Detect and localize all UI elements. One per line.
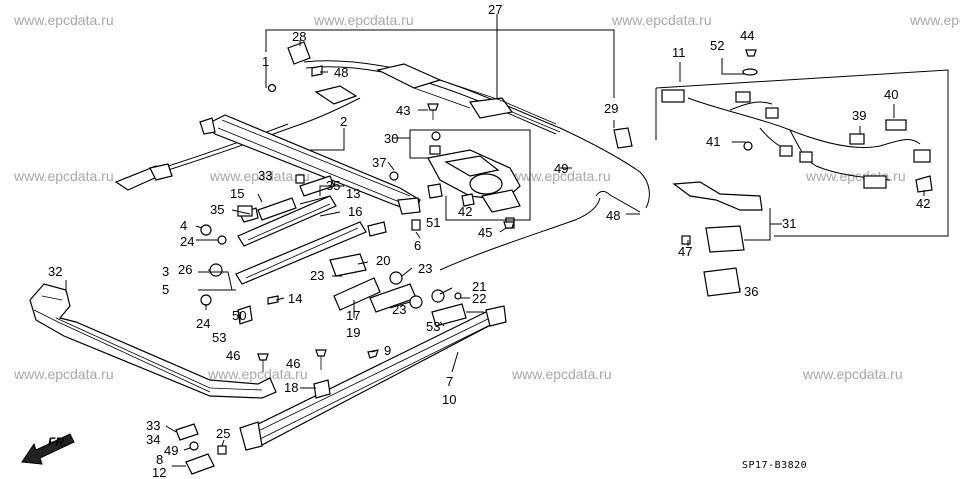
callout: 16 [348,204,362,219]
callout: 14 [288,291,302,306]
wire-harness [655,69,949,237]
relay-bracket [672,181,763,297]
callout: 17 [346,308,360,323]
callout: 48 [334,65,348,80]
callout: 23 [310,268,324,283]
callout: 43 [396,103,410,118]
callout: 39 [852,108,866,123]
cable-guide-assembly [376,63,561,133]
callout: 33 [258,168,272,183]
callout: 36 [744,284,758,299]
callout: 18 [284,380,298,395]
callout: 45 [478,225,492,240]
watermark-text: www.epcdata.ru [13,168,114,184]
callout: 35 [210,202,224,217]
callout: 49 [554,161,568,176]
watermark-text: www.epcdata.ru [909,12,960,28]
diagram-code: SP17-B3820 [742,460,807,471]
callout: 32 [48,264,62,279]
callout: 46 [286,356,300,371]
callout: 19 [346,325,360,340]
leader-lines [65,14,925,467]
callout: 30 [384,131,398,146]
callout: 6 [414,238,421,253]
callout: 7 [446,374,453,389]
callout: 31 [782,216,796,231]
watermark-text: www.epcdata.ru [510,168,611,184]
small-hardware [200,171,515,325]
callout: 42 [458,204,472,219]
front-clips [175,379,331,475]
callout: 5 [162,282,169,297]
front-rail [199,114,421,215]
callout: 48 [606,208,620,223]
watermark-text: www.epcdata.ru [802,366,903,382]
callout: 20 [376,253,390,268]
callout: 50 [232,308,246,323]
callout: 22 [472,291,486,306]
callout: 11 [672,45,686,60]
callout: 21 [472,279,486,294]
rear-brackets [329,253,467,327]
watermark-text: www.epcdata.ru [13,366,114,382]
callout: 33 [146,418,160,433]
cable-clip-29 [613,127,633,149]
callout: 34 [146,432,160,447]
callout: 47 [678,244,692,259]
callout: 8 [156,452,163,467]
callout: 49 [164,443,178,458]
callout: 53 [212,330,226,345]
rear-drain-channel [239,305,507,451]
front-direction-arrow: FR. [21,433,75,465]
sunroof-motor [427,131,521,213]
callout: 10 [442,392,456,407]
left-slider [114,163,173,191]
callout: 37 [372,155,386,170]
callout: 26 [178,262,192,277]
callout: 4 [180,218,187,233]
watermark-text: www.epcdata.ru [13,12,114,28]
watermark-text: www.epcdata.ru [207,366,308,382]
callout: 52 [710,38,724,53]
callout: 25 [216,426,230,441]
watermark-text: www.epcdata.ru [611,12,712,28]
callout: 28 [292,29,306,44]
callout: 24 [196,316,210,331]
front-deflector-frame [29,283,277,399]
callout: 42 [916,196,930,211]
callout: 46 [226,348,240,363]
callout: 51 [426,215,440,230]
callout: 2 [340,114,347,129]
callout: 15 [230,186,244,201]
watermark-text: www.epcdata.ru [209,168,310,184]
callout: 40 [884,87,898,102]
watermark-text: www.epcdata.ru [511,366,612,382]
callout: 12 [152,465,166,479]
callout: 35 [326,178,340,193]
callout: 29 [604,101,618,116]
callout: 13 [346,186,360,201]
callout: 27 [488,2,502,17]
callout: 41 [706,134,720,149]
callout: 9 [384,343,391,358]
callout: 1 [262,54,269,69]
callout: 53 [426,319,440,334]
callout: 44 [740,28,754,43]
callout: 23 [392,302,406,317]
callout: 23 [418,261,432,276]
left-top-bracket [267,41,358,105]
callout: 24 [180,234,194,249]
side-guide-rails [235,175,387,285]
watermark-text: www.epcdata.ru [313,12,414,28]
direction-label: FR. [48,435,67,449]
callout: 3 [162,264,169,279]
callout-numbers: 27 28 1 48 2 43 30 29 11 52 44 40 39 41 … [48,2,930,479]
watermarks: www.epcdata.ru www.epcdata.ru www.epcdat… [13,12,960,382]
